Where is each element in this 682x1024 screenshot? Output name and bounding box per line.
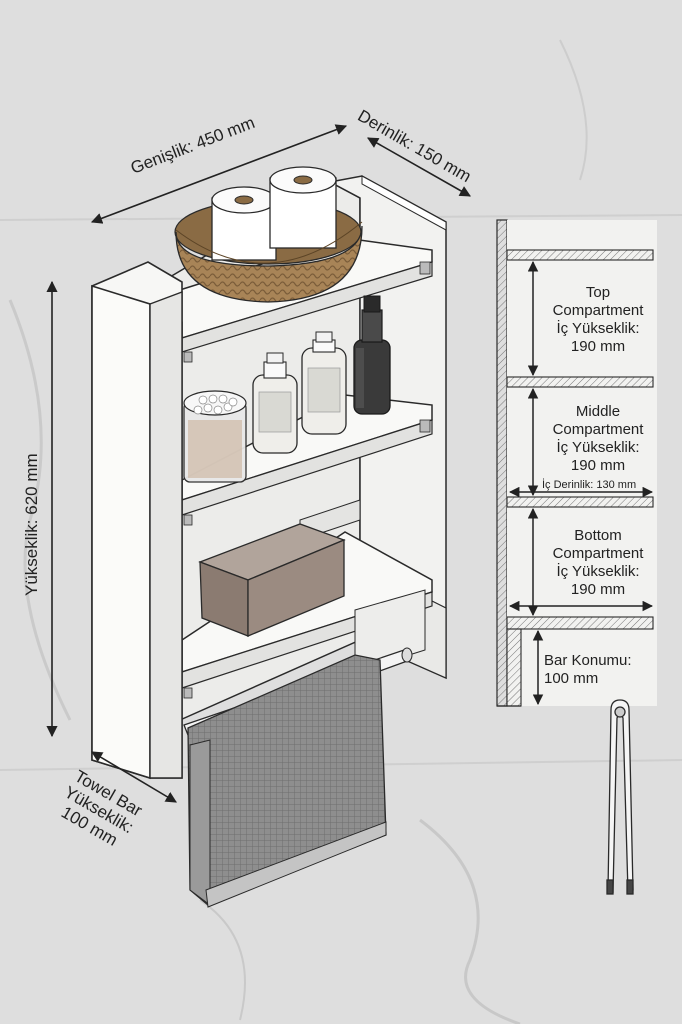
cotton-swab-jar (183, 390, 247, 483)
inner-depth-label: İç Derinlik: 130 mm (540, 479, 639, 491)
bottom-compartment-label: Bottom Compartment İç Yükseklik: 190 mm (536, 527, 660, 599)
bar-position-label: Bar Konumu: 100 mm (544, 652, 664, 688)
width-dimension-line (90, 124, 348, 224)
dark-spray-bottle (353, 295, 391, 415)
top-label-line3: İç Yükseklik: (556, 320, 640, 337)
depth-dimension-line (367, 137, 471, 197)
bottom-label-line1: Bottom (574, 527, 622, 544)
top-label-line1: Top (585, 284, 611, 301)
middle-label-line1: Middle (575, 403, 621, 420)
bottom-label-line2: Compartment (552, 545, 644, 562)
height-label: Yükseklik: 620 mm (22, 453, 41, 596)
towel-bar-profile-icon (606, 699, 634, 895)
dimension-lines (46, 124, 471, 803)
bottom-label-line3: İç Yükseklik: (556, 563, 640, 580)
bar-position-line2: 100 mm (544, 670, 599, 687)
clear-bottle-large (301, 331, 347, 435)
middle-label-line3: İç Yükseklik: (556, 439, 640, 456)
bar-position-line1: Bar Konumu: (544, 652, 632, 669)
towel-bar-dimension-line (91, 751, 177, 803)
top-compartment-label: Top Compartment İç Yükseklik: 190 mm (536, 284, 660, 356)
middle-compartment-label: Middle Compartment İç Yükseklik: 190 mm (536, 403, 660, 475)
clear-bottle-small (252, 352, 298, 454)
top-label-line2: Compartment (552, 302, 644, 319)
middle-label-line2: Compartment (552, 421, 644, 438)
side-section-diagram (496, 219, 657, 707)
hand-towel (187, 654, 387, 908)
storage-box (198, 523, 346, 637)
top-label-line4: 190 mm (570, 338, 626, 355)
bottom-label-line4: 190 mm (570, 581, 626, 598)
middle-label-line4: 190 mm (570, 457, 626, 474)
